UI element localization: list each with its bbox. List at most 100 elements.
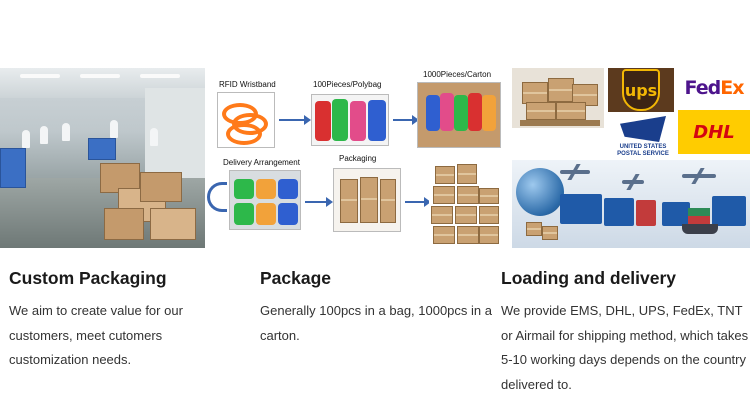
section-description: Generally 100pcs in a bag, 1000pcs in a …	[260, 303, 492, 343]
polybag	[256, 179, 276, 199]
factory-photo	[0, 68, 205, 248]
ceiling-light	[140, 74, 180, 78]
carton-box	[548, 78, 574, 102]
carton-box	[526, 222, 542, 236]
airplane-icon	[622, 180, 644, 184]
polybag-label: 100Pieces/Polybag	[313, 80, 382, 89]
worker	[110, 120, 118, 138]
carton-box	[522, 82, 548, 104]
carton-box	[479, 226, 499, 244]
worker	[62, 123, 70, 141]
carton-box	[556, 102, 586, 120]
section-heading: Loading and delivery	[501, 268, 677, 288]
shipping-container	[688, 208, 710, 216]
carton-box	[455, 206, 477, 224]
carton-box	[435, 166, 455, 184]
carton-box	[431, 206, 453, 224]
delivery-arrangement-image	[229, 170, 301, 230]
custom-packaging-section: Custom Packaging We aim to create value …	[0, 68, 205, 373]
carton-box	[380, 179, 396, 223]
airplane-icon	[682, 174, 716, 178]
packaging-label: Packaging	[339, 154, 377, 163]
section-description: We aim to create value for our customers…	[9, 303, 183, 367]
carton-box	[457, 186, 479, 204]
ups-logo: ups	[608, 68, 674, 112]
polybag	[482, 95, 496, 131]
carton-box	[340, 179, 358, 223]
truck-icon	[560, 194, 602, 224]
dhl-logo-text: DHL	[693, 121, 735, 143]
pallet-boxes-image	[512, 68, 604, 128]
usps-logo-text: UNITED STATES POSTAL SERVICE	[617, 144, 669, 157]
ceiling-light	[20, 74, 60, 78]
ceiling-light	[80, 74, 120, 78]
carton-box	[479, 188, 499, 204]
truck-icon	[712, 196, 746, 226]
blue-crate-stack	[88, 138, 116, 160]
worker	[150, 128, 158, 146]
flow-arrow	[405, 197, 431, 207]
carton-box	[457, 164, 477, 184]
globe-icon	[516, 168, 564, 216]
shipping-container	[688, 216, 710, 224]
carton-box	[360, 177, 378, 223]
carton-box	[150, 208, 196, 240]
blue-crate-stack	[0, 148, 26, 188]
cargo-ship-icon	[682, 224, 718, 234]
rfid-wristband-label: RFID Wristband	[219, 80, 276, 89]
dhl-logo: DHL	[678, 110, 750, 154]
carton-box	[140, 172, 182, 202]
polybag	[315, 101, 331, 141]
polybag	[234, 203, 254, 225]
carton-label: 1000Pieces/Carton	[423, 70, 492, 79]
carton-box	[479, 206, 499, 224]
carton-box	[542, 226, 558, 240]
package-section: RFID Wristband 100Pieces/Polybag 1000Pie…	[205, 68, 505, 348]
flow-arrow	[393, 115, 419, 125]
factory-ceiling	[0, 68, 205, 98]
polybag-image	[311, 94, 389, 146]
ups-shield-icon: ups	[622, 69, 660, 111]
flow-arrow	[305, 197, 333, 207]
polybag	[332, 99, 348, 141]
polybag	[368, 100, 386, 141]
carton-image	[417, 82, 501, 148]
flow-arrow	[279, 115, 311, 125]
usps-eagle-icon	[620, 116, 666, 142]
carton-stack-image	[429, 162, 501, 246]
section-heading: Custom Packaging	[9, 268, 167, 288]
worker	[40, 126, 48, 144]
fedex-logo-ex: Ex	[720, 77, 744, 99]
truck-icon	[604, 198, 634, 226]
polybag	[278, 179, 298, 199]
carton-box	[457, 226, 479, 244]
wristband-ring	[226, 123, 262, 145]
carton-box	[433, 226, 455, 244]
worker	[22, 130, 30, 148]
carton-box	[433, 186, 455, 204]
fedex-logo-fed: Fed	[684, 77, 722, 99]
usps-logo: UNITED STATES POSTAL SERVICE	[612, 114, 674, 160]
carton-box	[526, 102, 556, 120]
flow-curve-arrow	[207, 182, 227, 212]
polybag	[256, 203, 276, 225]
polybag	[426, 95, 440, 131]
truck-icon	[662, 202, 690, 226]
rfid-wristband-image	[217, 92, 275, 148]
carton-box	[104, 208, 144, 240]
delivery-arrangement-label: Delivery Arrangement	[223, 158, 300, 167]
polybag	[350, 101, 366, 141]
polybag	[278, 203, 298, 225]
package-flow-diagram: RFID Wristband 100Pieces/Polybag 1000Pie…	[205, 68, 505, 248]
polybag	[440, 93, 454, 131]
truck-icon	[636, 200, 656, 226]
section-heading: Package	[260, 268, 332, 288]
packaging-image	[333, 168, 401, 232]
polybag	[454, 95, 468, 131]
polybag	[468, 93, 482, 131]
section-description: We provide EMS, DHL, UPS, FedEx, TNT or …	[501, 303, 749, 392]
polybag	[234, 179, 254, 199]
